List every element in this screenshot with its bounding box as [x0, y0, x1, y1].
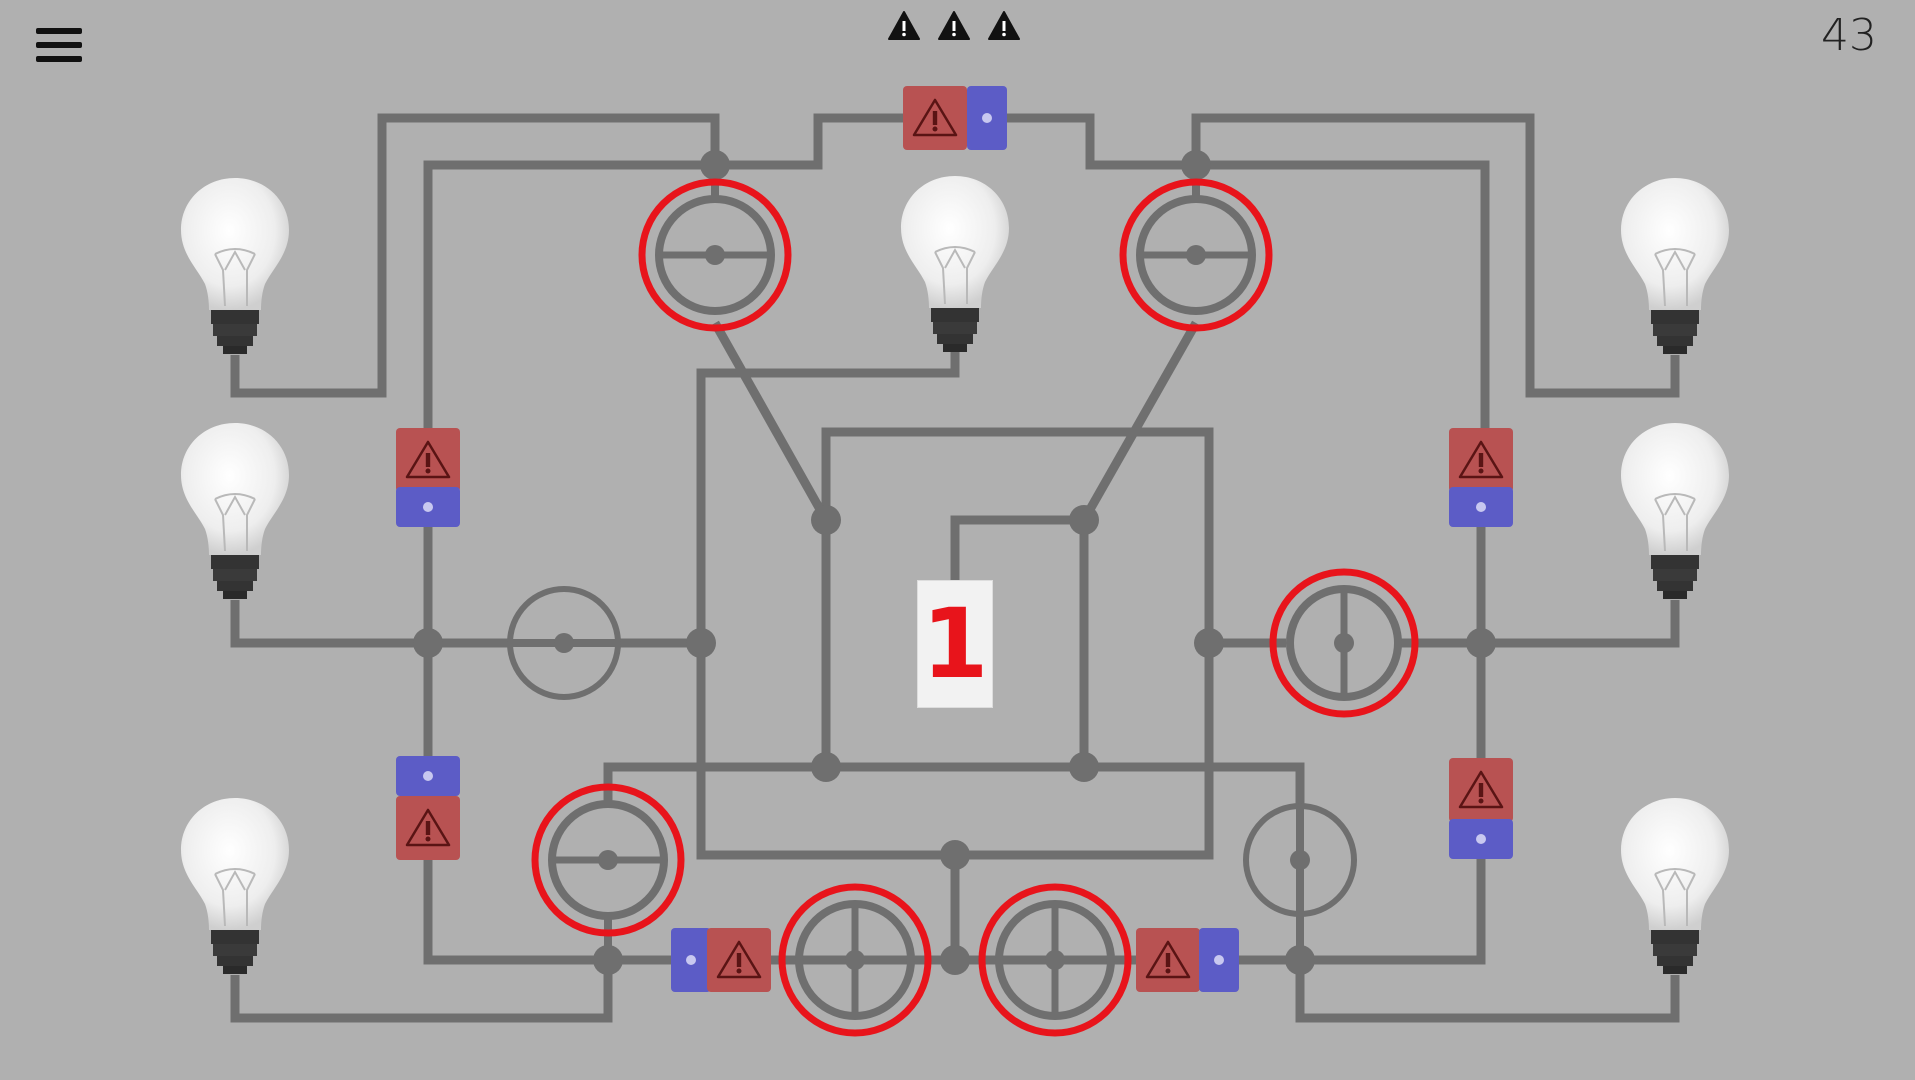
warning-icon	[938, 11, 970, 40]
fuse-bottom-left[interactable]	[671, 928, 771, 992]
bulb-bottom-right	[1620, 797, 1730, 975]
fuse-top[interactable]	[903, 86, 1007, 150]
switch-bottom-right[interactable]	[1243, 803, 1357, 960]
switch-bottom-left[interactable]	[531, 767, 685, 960]
bulb-top-right	[1620, 177, 1730, 355]
hamburger-menu-icon[interactable]	[36, 26, 84, 66]
fuse-left-upper[interactable]	[396, 428, 460, 527]
bulb-bottom-left	[180, 797, 290, 975]
switch-top-left[interactable]	[638, 178, 792, 332]
warning-icon	[888, 11, 920, 40]
switch-bottom-center-left[interactable]	[778, 883, 932, 1037]
fuse-right-upper[interactable]	[1449, 428, 1513, 527]
switch-bottom-center-right[interactable]	[978, 883, 1132, 1037]
target-number: 1	[921, 588, 989, 700]
switch-mid-right[interactable]	[1269, 568, 1419, 718]
junctions	[413, 150, 1496, 975]
warning-icon	[988, 11, 1020, 40]
bulb-top-center	[900, 175, 1010, 353]
fuse-bottom-right[interactable]	[1136, 928, 1239, 992]
bulb-mid-right	[1620, 422, 1730, 600]
fuse-left-lower[interactable]	[396, 756, 460, 860]
bulb-mid-left	[180, 422, 290, 600]
fuse-right-lower[interactable]	[1449, 758, 1513, 859]
target-number-card: 1	[917, 580, 993, 708]
switch-top-right[interactable]	[1119, 178, 1273, 332]
switch-mid-left[interactable]	[507, 586, 621, 700]
warning-indicators	[888, 10, 1020, 44]
moves-counter: 43	[1821, 10, 1877, 61]
bulb-top-left	[180, 177, 290, 355]
